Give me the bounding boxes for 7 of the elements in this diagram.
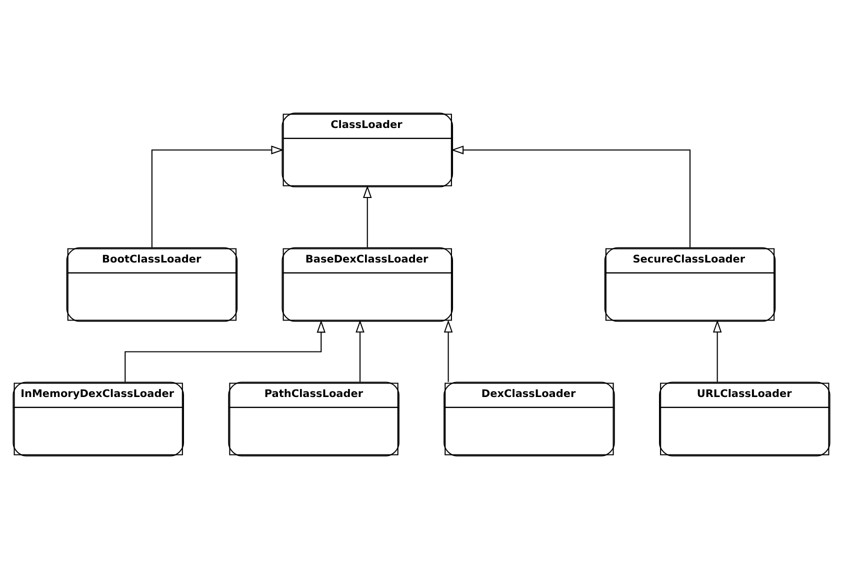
arrow bbox=[362, 185, 372, 248]
arrow bbox=[151, 146, 284, 248]
arrow bbox=[450, 146, 691, 248]
arrow bbox=[356, 320, 364, 382]
arrow bbox=[712, 320, 722, 382]
arrow bbox=[124, 320, 326, 382]
arrow bbox=[444, 320, 453, 382]
